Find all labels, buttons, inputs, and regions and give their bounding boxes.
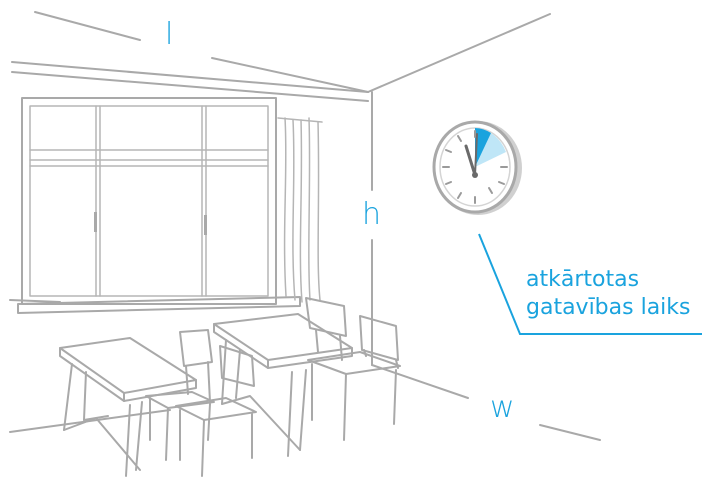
curtain [278,118,322,302]
height-label: h [362,200,381,230]
callout-line-2: gatavības laiks [526,294,691,322]
ready-time-callout: atkārtotas gatavības laiks [526,266,691,322]
width-label: w [490,393,515,423]
desk-right [214,314,352,456]
length-label: l [165,20,173,50]
window [18,98,300,313]
callout-line-1: atkārtotas [526,266,691,294]
wall-clock-icon [434,121,522,215]
chair-4 [308,316,400,440]
